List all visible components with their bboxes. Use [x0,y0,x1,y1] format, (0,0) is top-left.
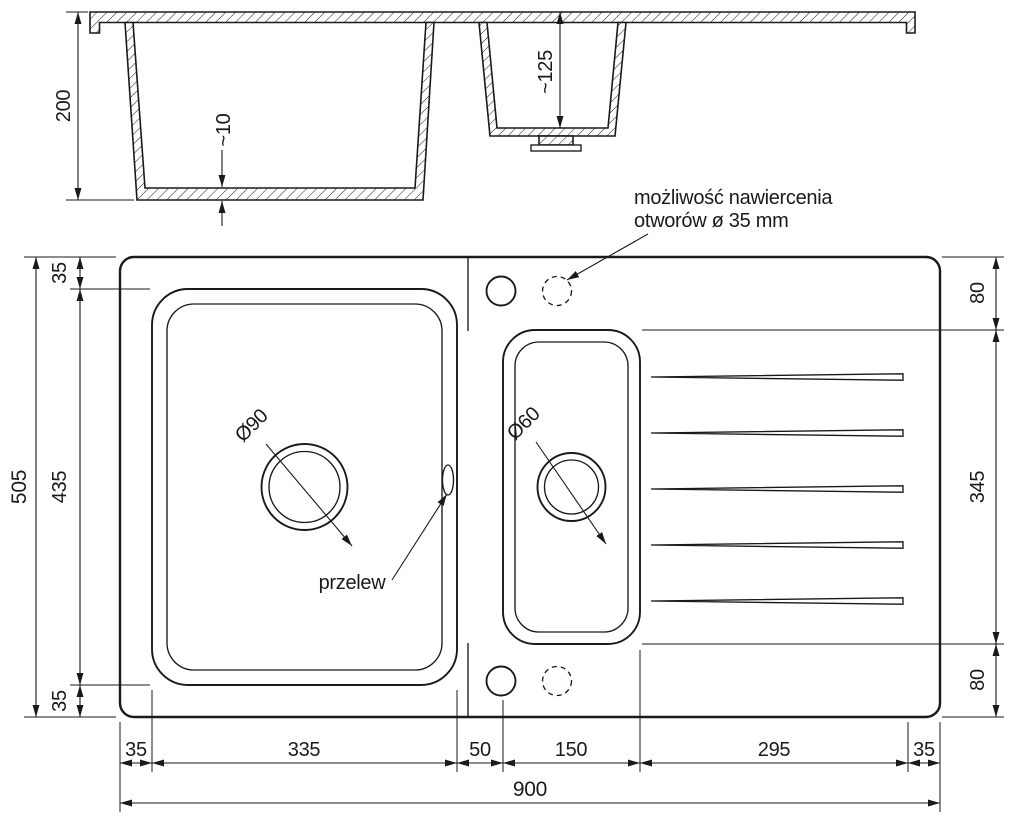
drill-note-line2: otworów ø 35 mm [634,210,788,232]
optional-hole-bottom [541,665,573,697]
dim-bottom-thickness: ~10 [213,113,235,146]
dim-bottom-6: 35 [913,739,935,761]
countertop-band [89,11,916,34]
drainboard-groove [650,429,904,437]
drainboard-groove [650,541,904,549]
faucet-hole-top [485,275,517,307]
main-drain-inner [268,450,341,524]
small-drain-leader [535,441,607,545]
optional-hole-top [541,275,573,307]
small-drain-inner [543,459,600,515]
section-view: 200 ~10 ~125 [53,11,916,226]
main-bowl-section [124,21,435,201]
dim-bottom-5: 295 [758,739,791,761]
overflow-notch [441,464,455,496]
drainboard-groove [650,373,904,381]
dim-bottom-2: 335 [288,739,321,761]
dim-bottom-4: 150 [555,739,588,761]
dim-left-bottom: 35 [49,690,71,712]
drain-fitting [538,135,574,146]
dim-depth-main: 200 [53,90,75,123]
dim-width-total: 900 [513,778,547,801]
main-drain-leader [265,443,353,547]
dim-left-top: 35 [49,262,71,284]
dim-height-total: 505 [8,470,31,504]
drain-fitting-flange [530,144,582,152]
small-bowl-section [478,21,627,137]
dim-bottom-1: 35 [125,739,147,761]
dim-bottom-3: 50 [469,739,491,761]
drill-note-line1: możliwość nawiercenia [634,187,833,209]
dim-right-mid: 345 [967,471,989,504]
dim-right-top: 80 [967,282,989,304]
faucet-hole-bottom [485,665,517,697]
dim-left-mid: 435 [49,471,71,504]
plan-view: możliwość nawiercenia otworów ø 35 mm pr… [8,187,1004,812]
dim-right-bottom: 80 [967,669,989,691]
drainboard-groove [650,597,904,605]
dim-depth-small: ~125 [535,50,557,94]
overflow-leader [391,493,448,581]
overflow-label: przelew [319,572,387,594]
drainboard-groove [650,485,904,493]
drill-note-leader [566,233,649,281]
